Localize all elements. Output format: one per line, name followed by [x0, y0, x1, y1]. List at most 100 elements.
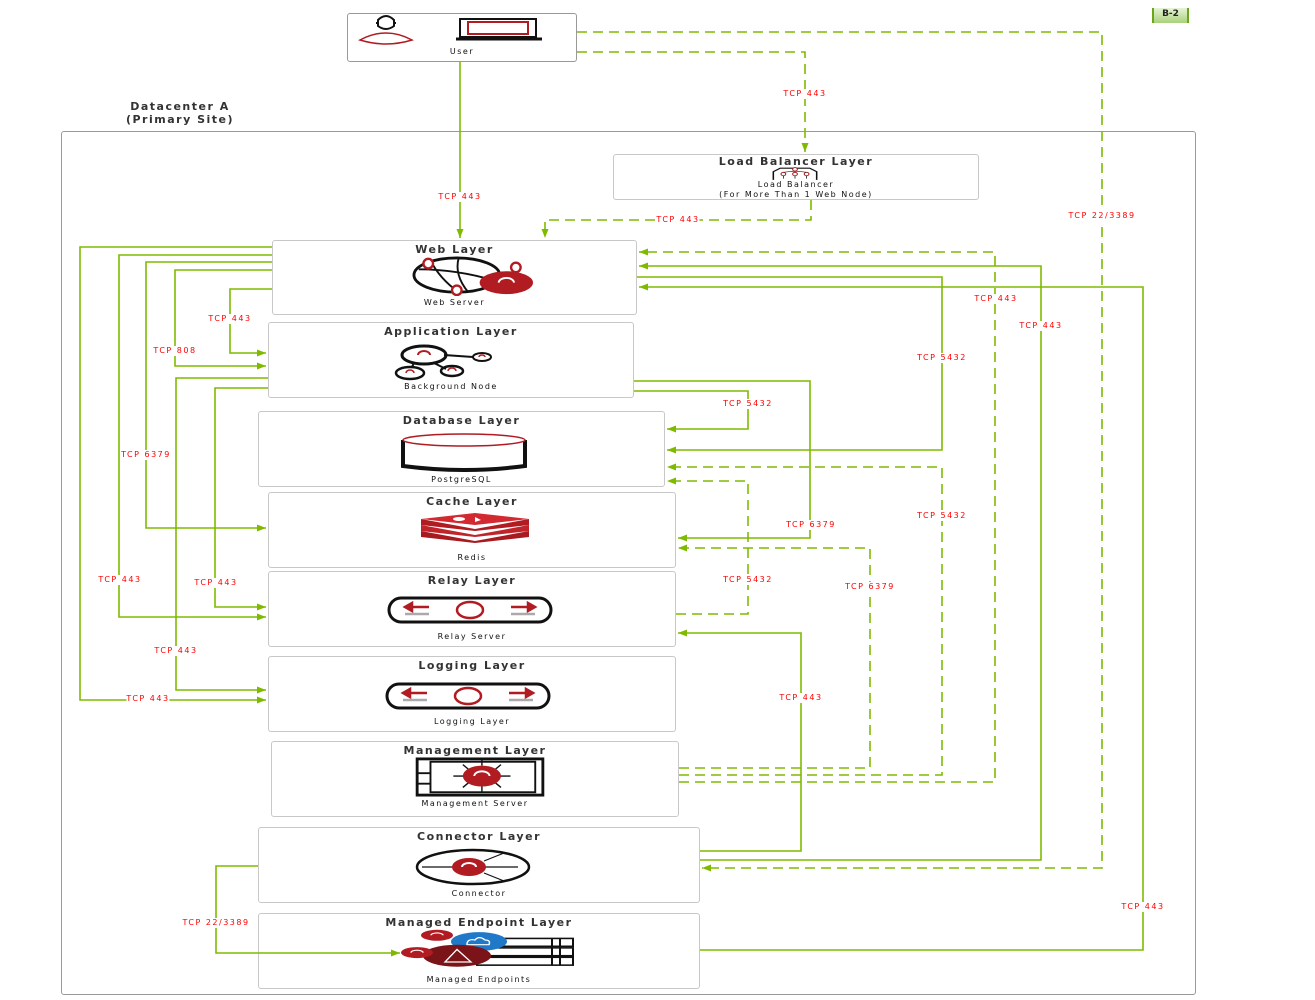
logging-layer[interactable]: Logging Layer Logging Layer	[268, 656, 676, 732]
user-node[interactable]: User	[347, 13, 577, 62]
relay-layer[interactable]: Relay Layer Relay Server	[268, 571, 676, 647]
port-label: TCP 443	[208, 314, 252, 324]
arrowhead-icon	[257, 696, 266, 704]
port-label: TCP 443	[783, 89, 827, 99]
management-layer[interactable]: Management Layer Management Server	[271, 741, 679, 817]
datacenter-title-line2: (Primary Site)	[125, 113, 235, 126]
laptop-icon	[456, 18, 542, 41]
relay-caption: Relay Server	[437, 632, 507, 641]
managed-endpoints-caption: Managed Endpoints	[426, 975, 532, 984]
port-label: TCP 443	[98, 575, 142, 585]
layer-title: Managed Endpoint Layer	[385, 916, 573, 929]
layer-title: Relay Layer	[427, 574, 517, 587]
redis-icon	[421, 513, 529, 543]
cache-caption: Redis	[457, 553, 487, 562]
arrowhead-icon	[257, 603, 266, 611]
user-icon	[358, 15, 414, 45]
arrowhead-icon	[257, 613, 266, 621]
port-label: TCP 443	[194, 578, 238, 588]
arrowhead-icon	[678, 629, 687, 637]
connector-layer[interactable]: Connector Layer Connector	[258, 827, 700, 903]
arrowhead-icon	[801, 143, 809, 152]
port-label: TCP 443	[656, 215, 700, 225]
arrowhead-icon	[639, 262, 648, 270]
edge-management-to-web	[639, 251, 996, 783]
port-label: TCP 443	[974, 294, 1018, 304]
edge-application-to-relay	[214, 387, 268, 608]
application-layer[interactable]: Application Layer Background Node	[268, 322, 634, 398]
application-caption: Background Node	[404, 382, 498, 391]
arrowhead-icon	[257, 362, 266, 370]
edge-application-to-cache	[634, 380, 811, 539]
datacenter-title-line1: Datacenter A	[130, 100, 230, 113]
datacenter-frame	[61, 131, 1196, 995]
arrowhead-icon	[456, 229, 464, 238]
edge-web-to-cache	[145, 261, 272, 529]
web-server-icon	[412, 256, 533, 296]
port-label: TCP 5432	[723, 575, 773, 585]
logging-icon	[385, 682, 551, 710]
arrowhead-icon	[541, 229, 549, 238]
load-balancer-icon	[772, 167, 818, 180]
arrowhead-icon	[678, 544, 687, 552]
port-label: TCP 22/3389	[1068, 211, 1136, 221]
edge-relay-to-database	[667, 480, 749, 615]
management-caption: Management Server	[421, 799, 529, 808]
web-layer[interactable]: Web Layer Web Server	[272, 240, 637, 315]
cache-layer[interactable]: Cache Layer Redis	[268, 492, 676, 568]
load-balancer-caption-line2: (For More Than 1 Web Node)	[719, 190, 873, 199]
layer-title: Database Layer	[402, 414, 521, 427]
layer-title: Logging Layer	[418, 659, 526, 672]
port-label: TCP 443	[126, 694, 170, 704]
edge-connector-to-web	[639, 265, 1042, 861]
port-label: TCP 5432	[917, 353, 967, 363]
database-layer[interactable]: Database Layer PostgreSQL	[258, 411, 665, 487]
connector-icon	[415, 848, 531, 886]
layer-title: Web Layer	[415, 243, 494, 256]
managed-endpoints-icon	[401, 929, 574, 967]
datacenter-title: Datacenter A (Primary Site)	[90, 100, 270, 126]
port-label: TCP 6379	[786, 520, 836, 530]
background-node-icon	[394, 344, 492, 381]
page-badge: B-2	[1152, 8, 1189, 23]
relay-server-icon	[387, 596, 553, 624]
load-balancer-caption-line1: Load Balancer	[757, 180, 835, 189]
arrowhead-icon	[667, 425, 676, 433]
port-label: TCP 443	[1121, 902, 1165, 912]
layer-title: Application Layer	[384, 325, 518, 338]
arrowhead-icon	[639, 283, 648, 291]
layer-title: Cache Layer	[426, 495, 518, 508]
port-label: TCP 443	[154, 646, 198, 656]
arrowhead-icon	[391, 949, 400, 957]
logging-caption: Logging Layer	[433, 717, 511, 726]
edge-application-to-database	[634, 390, 749, 430]
edge-management-to-cache	[678, 547, 871, 769]
edge-user-to-load_balancer	[577, 51, 806, 152]
edge-managed_endpoint-to-web	[639, 286, 1144, 951]
web-caption: Web Server	[423, 298, 486, 307]
arrowhead-icon	[667, 477, 676, 485]
port-label: TCP 5432	[723, 399, 773, 409]
port-label: TCP 6379	[121, 450, 171, 460]
edge-web-to-database	[637, 276, 943, 451]
edge-application-to-logging	[175, 377, 268, 691]
edge-management-to-database	[667, 466, 943, 776]
edge-connector-to-relay	[678, 632, 802, 852]
edge-user-to-connector	[577, 31, 1103, 869]
arrowhead-icon	[678, 534, 687, 542]
arrowhead-icon	[257, 349, 266, 357]
arrowhead-icon	[257, 524, 266, 532]
port-label: TCP 443	[438, 192, 482, 202]
port-label: TCP 22/3389	[182, 918, 250, 928]
arrowhead-icon	[257, 686, 266, 694]
edge-web-to-logging	[79, 246, 272, 701]
postgresql-database-icon	[401, 433, 527, 472]
managed-endpoint-layer[interactable]: Managed Endpoint Layer Managed Endpoints	[258, 913, 700, 989]
arrowhead-icon	[639, 248, 648, 256]
arrowhead-icon	[702, 864, 711, 872]
user-caption: User	[449, 47, 475, 56]
load-balancer-layer[interactable]: Load Balancer Layer Load Balancer (For M…	[613, 154, 979, 200]
connector-caption: Connector	[451, 889, 507, 898]
load-balancer-caption: Load Balancer (For More Than 1 Web Node)	[614, 180, 978, 200]
